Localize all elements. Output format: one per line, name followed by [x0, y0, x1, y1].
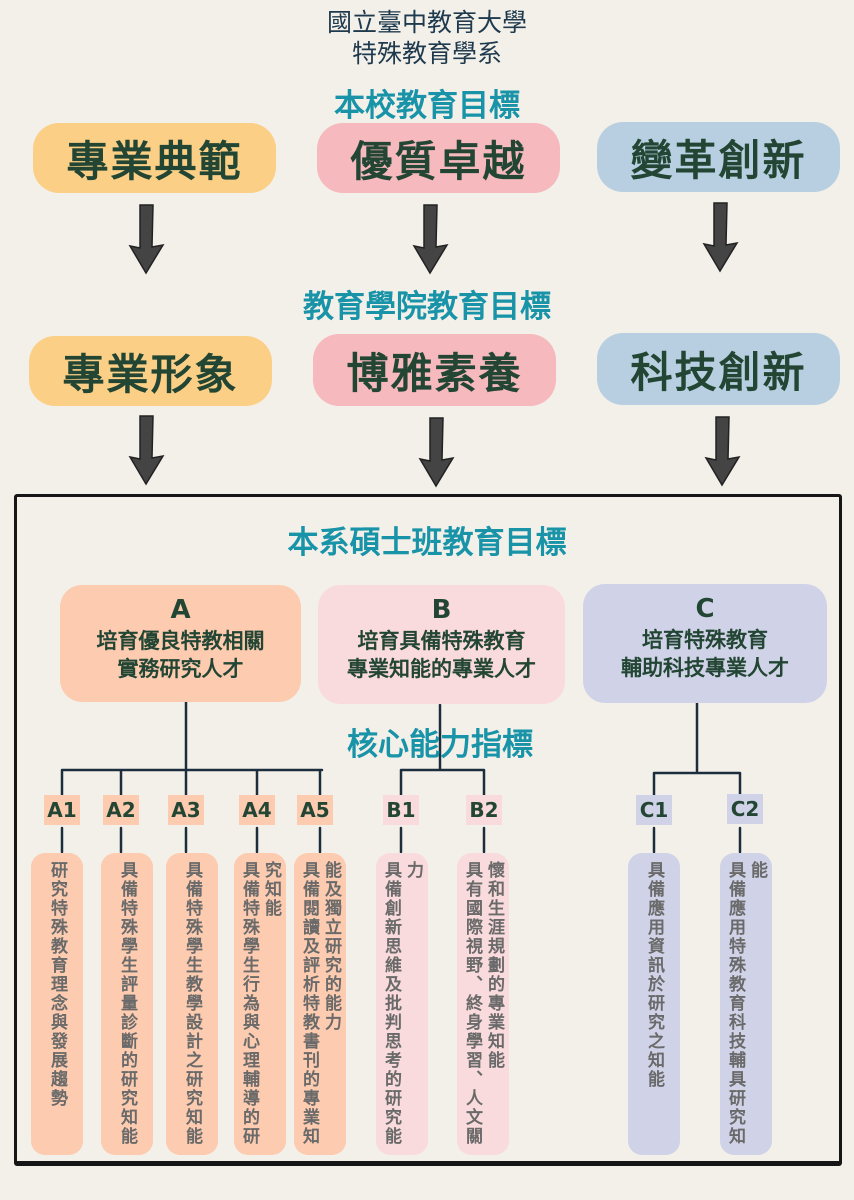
goal-line1: 培育優良特教相關: [96, 629, 265, 653]
indicator-text: 具備創新思維及批判思考的研究能力: [381, 861, 423, 1146]
indicator-code: B2: [466, 795, 502, 825]
indicator-text: 具備特殊學生評量診斷的研究知能: [117, 861, 137, 1146]
indicator-text: 研究特殊教育理念與發展趨勢: [47, 861, 67, 1108]
arrow-down-icon: [702, 202, 739, 273]
indicator-code: C2: [727, 794, 763, 824]
university-name: 國立臺中教育大學: [326, 8, 527, 37]
goal-letter: C: [695, 594, 715, 624]
indicator-a2-box: 具備特殊學生評量診斷的研究知能: [101, 853, 153, 1155]
indicator-c1-box: 具備應用資訊於研究之知能: [628, 853, 680, 1155]
arrow-down-icon: [412, 204, 449, 275]
indicator-c2-box: 具備應用特殊教育科技輔具研究知能: [720, 853, 772, 1155]
indicator-text: 具備特殊學生教學設計之研究知能: [182, 861, 202, 1146]
college-goal-tech-innovation: 科技創新: [597, 333, 840, 405]
school-goal-professional-model: 專業典範: [33, 123, 276, 193]
program-goals-title: 本系碩士班教育目標: [287, 525, 567, 561]
goal-line2: 實務研究人才: [117, 657, 244, 681]
indicator-b1-box: 具備創新思維及批判思考的研究能力: [376, 853, 428, 1155]
goal-line2: 輔助科技專業人才: [621, 656, 789, 680]
indicator-a4-box: 具備特殊學生行為與心理輔導的研究知能: [234, 853, 286, 1155]
program-goal-b: B 培育具備特殊教育 專業知能的專業人才: [318, 585, 565, 704]
arrow-down-icon: [418, 417, 455, 488]
indicator-text: 具備應用特殊教育科技輔具研究知能: [725, 861, 767, 1146]
goal-line1: 培育特殊教育: [642, 628, 768, 652]
indicator-text: 具備特殊學生行為與心理輔導的研究知能: [239, 861, 281, 1146]
program-goal-c: C 培育特殊教育 輔助科技專業人才: [583, 584, 827, 703]
school-goal-excellence: 優質卓越: [317, 123, 560, 193]
indicator-code: A1: [44, 795, 80, 825]
indicator-a5-box: 具備閱讀及評析特教書刊的專業知能及獨立研究的能力: [294, 853, 346, 1155]
indicator-text: 具備閱讀及評析特教書刊的專業知能及獨立研究的能力: [299, 861, 341, 1146]
indicator-code: A4: [239, 795, 275, 825]
indicator-a3-box: 具備特殊學生教學設計之研究知能: [166, 853, 218, 1155]
indicator-text: 具有國際視野、終身學習、人文關懷和生涯規劃的專業知能: [462, 861, 504, 1146]
indicator-a1-box: 研究特殊教育理念與發展趨勢: [31, 853, 83, 1155]
indicator-code: C1: [636, 795, 672, 825]
arrow-down-icon: [704, 416, 741, 487]
program-goal-a: A 培育優良特教相關 實務研究人才: [60, 585, 301, 702]
school-goals-title: 本校教育目標: [334, 88, 520, 124]
indicator-b2-box: 具有國際視野、終身學習、人文關懷和生涯規劃的專業知能: [457, 853, 509, 1155]
indicator-code: A5: [297, 795, 333, 825]
goal-line2: 專業知能的專業人才: [347, 657, 536, 681]
school-goal-innovation: 變革創新: [597, 122, 840, 192]
arrow-down-icon: [128, 415, 165, 486]
core-competency-title: 核心能力指標: [347, 727, 533, 763]
department-name: 特殊教育學系: [351, 39, 502, 68]
indicator-text: 具備應用資訊於研究之知能: [644, 861, 664, 1089]
indicator-code: A3: [168, 795, 204, 825]
indicator-code: B1: [383, 795, 419, 825]
goal-letter: A: [170, 595, 191, 625]
goal-letter: B: [431, 595, 452, 625]
indicator-code: A2: [103, 795, 139, 825]
goal-line1: 培育具備特殊教育: [357, 629, 526, 653]
college-goal-professional-image: 專業形象: [29, 336, 272, 406]
arrow-down-icon: [128, 204, 165, 275]
program-frame: [14, 494, 842, 1166]
college-goal-liberal-arts: 博雅素養: [313, 334, 556, 406]
college-goals-title: 教育學院教育目標: [303, 289, 551, 325]
